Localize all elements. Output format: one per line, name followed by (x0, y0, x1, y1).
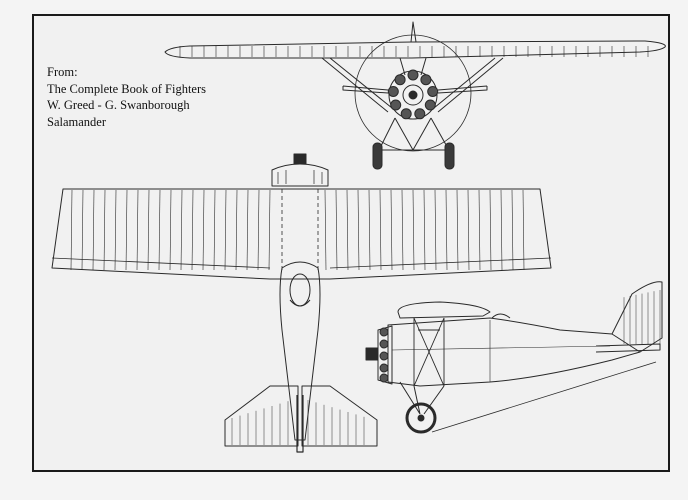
top-wing-rib (81, 189, 84, 271)
credit-line-book: The Complete Book of Fighters (47, 81, 207, 96)
top-cockpit-rim (289, 299, 311, 307)
top-view (51, 153, 552, 453)
top-wing-rib (423, 189, 426, 271)
top-wing-rib (268, 189, 271, 271)
top-wing-rib (467, 189, 470, 271)
top-wing-rib (70, 189, 73, 271)
front-engine-cylinder (390, 99, 402, 111)
credit-line-from: From: (47, 65, 78, 79)
top-wing (51, 188, 552, 280)
top-wing-rib (357, 189, 360, 271)
top-wing-rib (335, 189, 338, 271)
source-credit: From: The Complete Book of Fighters W. G… (47, 64, 206, 130)
top-wing-rib (379, 189, 382, 271)
top-engine-detail (277, 170, 323, 184)
side-engine-cylinder (379, 363, 389, 373)
credit-line-authors: W. Greed - G. Swanborough (47, 98, 190, 112)
top-wing-rib (456, 189, 459, 271)
front-view (164, 21, 666, 170)
front-engine-cylinder (424, 99, 436, 111)
top-wing-rib (445, 189, 448, 271)
top-wing-rib (401, 189, 404, 271)
side-engine (377, 325, 393, 385)
side-engine-cylinder (379, 351, 389, 361)
side-view (365, 281, 663, 434)
side-spinner (365, 347, 379, 361)
side-fuselage (387, 317, 641, 387)
credit-line-publisher: Salamander (47, 114, 107, 129)
top-wing-rib (158, 189, 161, 271)
top-wing-rib (246, 189, 249, 271)
top-wing-rib (147, 189, 150, 271)
front-wing (164, 40, 666, 59)
top-wing-rib (346, 189, 349, 271)
side-fuselage-detail (391, 320, 611, 382)
top-rudder (296, 395, 304, 453)
top-wing-rib (511, 189, 514, 271)
top-wing-rib (125, 189, 128, 271)
top-wing-rib (500, 189, 503, 271)
top-engine (271, 163, 329, 187)
top-wing-rib (191, 189, 194, 271)
top-wing-rib (434, 189, 437, 271)
top-fuselage (279, 261, 321, 441)
side-gear (399, 381, 445, 415)
side-engine-cylinder (379, 373, 389, 383)
side-wing (397, 301, 491, 319)
front-wheel-right (444, 142, 455, 170)
side-wheel-hub (417, 414, 425, 422)
top-wing-rib (213, 189, 216, 271)
propeller-disc (354, 34, 472, 152)
front-engine-cylinder (387, 86, 399, 97)
front-gear-legs (377, 117, 451, 153)
top-wing-rib (202, 189, 205, 271)
top-wing-rib (180, 189, 183, 271)
front-wheel-left (372, 142, 383, 170)
top-spinner (293, 153, 307, 165)
front-tailplane (342, 85, 488, 94)
side-wheel (405, 402, 437, 434)
top-wing-rib (478, 189, 481, 271)
front-struts (321, 57, 504, 113)
side-cockpit (491, 313, 511, 319)
top-wing-rib (169, 189, 172, 271)
side-struts (413, 317, 445, 387)
side-stabilizer (595, 343, 661, 353)
front-engine-cylinder (427, 86, 439, 97)
top-wing-trailing-line (51, 257, 552, 269)
top-wing-rib (103, 189, 106, 271)
front-fin (410, 21, 417, 43)
top-wing-rib (257, 189, 260, 271)
top-wing-rib (92, 189, 95, 271)
top-wing-rib (522, 189, 525, 271)
side-engine-cylinder (379, 327, 389, 337)
side-fin (611, 281, 663, 353)
top-center-dashed (281, 189, 319, 270)
top-wing-rib (235, 189, 238, 271)
front-engine-cylinder (414, 108, 426, 120)
top-wing-rib (224, 189, 227, 271)
front-engine-cylinder (407, 69, 419, 81)
top-wing-rib (390, 189, 393, 271)
top-wing-rib (114, 189, 117, 271)
top-wing-rib (324, 189, 327, 271)
front-engine-cylinder (420, 74, 432, 86)
side-engine-cylinder (379, 339, 389, 349)
front-engine-spinner (408, 90, 418, 100)
top-wing-rib (412, 189, 415, 271)
front-engine-cylinder (394, 74, 406, 86)
top-wing-rib (489, 189, 492, 271)
top-wing-rib (368, 189, 371, 271)
front-engine-cylinder (400, 108, 412, 120)
front-engine-hub (402, 84, 424, 106)
top-tailplane (224, 385, 378, 447)
side-ground-line (431, 361, 657, 433)
top-wing-rib (136, 189, 139, 271)
